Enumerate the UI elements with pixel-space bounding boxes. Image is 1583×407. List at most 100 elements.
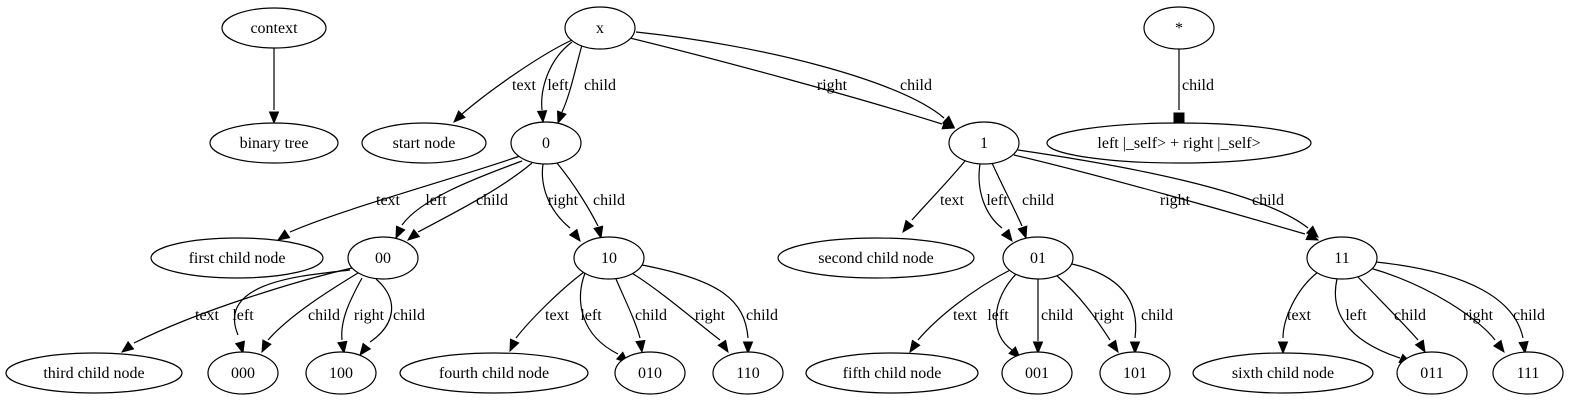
edge-line — [629, 37, 943, 125]
edge-line — [541, 41, 573, 111]
node-ellipse — [305, 351, 377, 395]
arrowhead — [1492, 339, 1505, 354]
arrowhead — [395, 225, 406, 240]
arrowhead — [359, 342, 372, 357]
node-label: sixth child node — [1232, 365, 1334, 382]
edge-line — [635, 31, 945, 119]
node-label: 000 — [231, 365, 255, 382]
node-ellipse — [1192, 352, 1374, 394]
edge-line — [579, 272, 619, 355]
edge-label: text — [953, 307, 978, 324]
edge-n10-n110-child: child — [641, 264, 778, 355]
edge-label: child — [1394, 307, 1426, 324]
edge-line — [417, 162, 533, 233]
box-arrowhead — [1173, 112, 1185, 124]
edge-label: left — [232, 307, 254, 324]
edge-label: right — [1160, 192, 1191, 209]
edge-label: child — [1252, 192, 1284, 209]
node-binary_tree: binary tree — [209, 122, 339, 164]
edge-line — [234, 269, 351, 336]
node-ellipse — [1492, 351, 1564, 395]
node-n110: 110 — [712, 351, 784, 395]
edge-label: text — [940, 192, 965, 209]
node-ellipse — [1143, 6, 1215, 50]
edge-n1-n01-child: child — [991, 162, 1054, 240]
node-label: fifth child node — [843, 365, 942, 382]
node-ellipse — [1002, 236, 1074, 280]
node-label: 010 — [638, 365, 662, 382]
node-ellipse — [564, 6, 636, 50]
node-ellipse — [347, 236, 419, 280]
node-ellipse — [712, 351, 784, 395]
edge-line — [541, 163, 571, 229]
arrowhead — [1017, 225, 1028, 240]
edge-line — [1017, 149, 1309, 229]
edge-label: left — [1345, 307, 1367, 324]
edge-line — [1055, 274, 1111, 341]
node-label: 100 — [329, 365, 353, 382]
edge-n0-n00-child: child — [406, 162, 533, 241]
node-label: binary tree — [240, 135, 309, 152]
edge-label: child — [393, 307, 425, 324]
edge-line — [911, 160, 966, 221]
edge-line — [1013, 154, 1306, 235]
edge-line — [629, 271, 721, 341]
edge-label: text — [512, 77, 537, 94]
edge-line — [461, 39, 573, 115]
arrowhead — [261, 339, 272, 354]
edge-n11-n011-left: left — [1334, 278, 1413, 364]
edge-star-formula-child: child — [1173, 49, 1214, 124]
arrowhead — [909, 339, 921, 354]
edge-label: child — [1141, 307, 1173, 324]
node-label: second child node — [818, 250, 934, 267]
edge-line — [561, 44, 583, 113]
edge-line — [369, 278, 393, 343]
edge-label: child — [1041, 307, 1073, 324]
node-ellipse — [221, 7, 327, 49]
arrowhead — [268, 111, 280, 125]
edge-label: child — [593, 192, 625, 209]
edge-line — [1282, 271, 1319, 339]
edge-n01-n001-child: child — [1032, 279, 1073, 355]
node-ellipse — [1306, 236, 1378, 280]
edge-label: right — [1094, 307, 1125, 324]
arrowhead — [1414, 339, 1426, 354]
node-ellipse — [150, 237, 324, 279]
node-x: x — [564, 6, 636, 50]
node-label: 0 — [542, 135, 550, 152]
node-n00: 00 — [347, 236, 419, 280]
edge-label: child — [1513, 307, 1545, 324]
node-label: 110 — [736, 365, 759, 382]
node-start_node: start node — [361, 122, 487, 164]
edge-label: child — [746, 307, 778, 324]
node-ellipse — [948, 121, 1020, 165]
edge-x-n0-left: left — [536, 41, 573, 124]
node-label: 011 — [1420, 365, 1443, 382]
node-label: left |_self> + right |_self> — [1097, 135, 1260, 152]
node-star: * — [1143, 6, 1215, 50]
edge-label: right — [695, 307, 726, 324]
node-ellipse — [1099, 351, 1171, 395]
edge-label: left — [425, 192, 447, 209]
edge-line — [978, 163, 1003, 229]
edge-n10-n110-right: right — [629, 271, 729, 354]
arrowhead — [120, 340, 135, 353]
arrowhead — [902, 219, 915, 234]
edge-n1-n11-right: right — [1013, 154, 1320, 241]
edge-line — [615, 278, 641, 339]
node-ellipse — [207, 351, 279, 395]
edge-label: left — [986, 192, 1008, 209]
edge-n01-fifth_child-text: text — [909, 267, 1015, 354]
edge-n1-n01-left: left — [978, 163, 1013, 243]
edge-n10-n010-left: left — [579, 272, 629, 364]
edge-line — [267, 272, 359, 341]
node-label: * — [1175, 20, 1183, 37]
edge-n0-first_child-text: text — [276, 155, 521, 241]
edge-context-binary_tree — [268, 48, 280, 125]
arrowhead — [556, 110, 567, 125]
node-label: 10 — [601, 250, 617, 267]
node-n11: 11 — [1306, 236, 1378, 280]
edge-label: child — [584, 77, 616, 94]
